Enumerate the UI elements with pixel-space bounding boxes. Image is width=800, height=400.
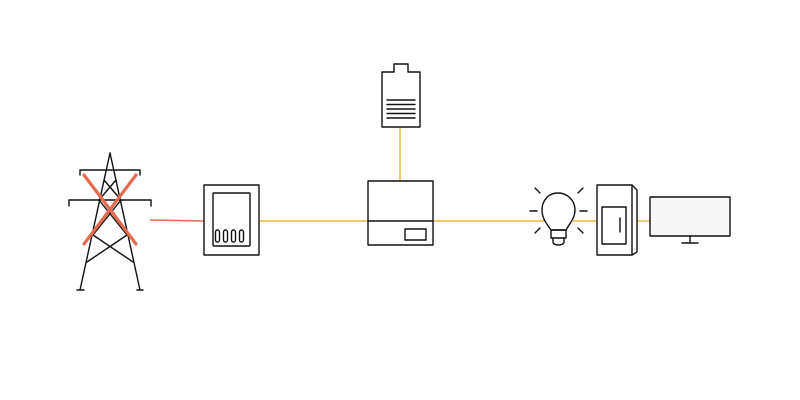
- light-bulb-icon: [529, 187, 588, 246]
- connection-lines: [149, 127, 650, 222]
- appliance-cabinet-icon: [596, 184, 638, 256]
- battery-icon: [381, 63, 421, 128]
- offline-cross-mark: [82, 173, 138, 246]
- inverter-icon: [367, 180, 434, 246]
- line-grid-meter: [149, 219, 205, 222]
- monitor-icon: [649, 196, 731, 244]
- electricity-meter-icon: [203, 184, 260, 256]
- power-tower-icon: [68, 152, 152, 291]
